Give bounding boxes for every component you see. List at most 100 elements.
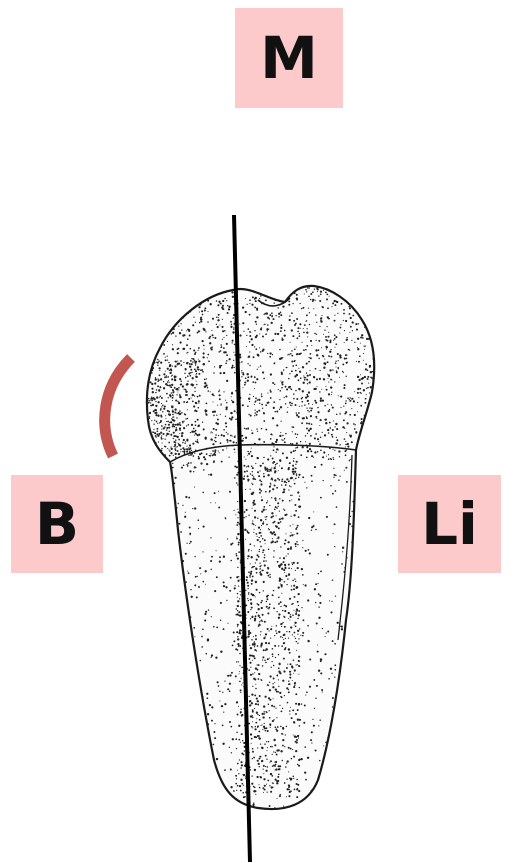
stipple-dot <box>291 665 293 667</box>
stipple-dot <box>345 400 346 401</box>
stipple-dot <box>335 343 337 345</box>
stipple-dot <box>276 526 278 528</box>
stipple-dot <box>226 300 227 301</box>
stipple-dot <box>308 423 310 425</box>
stipple-dot <box>167 294 168 295</box>
stipple-dot <box>334 320 336 322</box>
stipple-dot <box>206 403 208 405</box>
stipple-dot <box>350 620 351 621</box>
stipple-dot <box>194 466 196 468</box>
stipple-dot <box>293 778 294 779</box>
stipple-dot <box>166 435 167 436</box>
stipple-dot <box>354 428 356 430</box>
stipple-dot <box>279 705 280 706</box>
stipple-dot <box>262 724 263 725</box>
stipple-dot <box>257 457 259 459</box>
stipple-dot <box>269 576 271 578</box>
stipple-dot <box>258 367 259 368</box>
stipple-dot <box>194 395 195 396</box>
stipple-dot <box>202 768 203 769</box>
stipple-dot <box>204 757 205 758</box>
stipple-dot <box>253 504 255 506</box>
stipple-dot <box>179 396 181 398</box>
stipple-dot <box>189 444 191 446</box>
stipple-dot <box>165 415 166 416</box>
stipple-dot <box>252 686 253 687</box>
stipple-dot <box>208 360 210 362</box>
stipple-dot <box>325 422 327 424</box>
stipple-dot <box>174 444 176 446</box>
stipple-dot <box>300 635 301 636</box>
stipple-dot <box>174 376 176 378</box>
stipple-dot <box>288 467 290 469</box>
stipple-dot <box>276 625 277 626</box>
stipple-dot <box>268 630 269 631</box>
stipple-dot <box>237 626 238 627</box>
stipple-dot <box>294 622 296 624</box>
stipple-dot <box>169 450 170 451</box>
stipple-dot <box>295 464 296 465</box>
stipple-dot <box>264 539 266 541</box>
stipple-dot <box>297 618 298 619</box>
stipple-dot <box>280 750 282 752</box>
stipple-dot <box>295 450 296 451</box>
stipple-dot <box>156 433 158 435</box>
stipple-dot <box>278 645 279 646</box>
stipple-dot <box>181 801 183 803</box>
stipple-dot <box>159 320 161 322</box>
stipple-dot <box>279 663 281 665</box>
stipple-dot <box>192 372 193 373</box>
stipple-dot <box>247 451 248 452</box>
stipple-dot <box>199 660 201 662</box>
stipple-dot <box>334 450 335 451</box>
stipple-dot <box>184 401 186 403</box>
stipple-dot <box>149 400 150 401</box>
stipple-dot <box>298 703 300 705</box>
stipple-dot <box>206 693 208 695</box>
stipple-dot <box>184 414 186 416</box>
stipple-dot <box>266 598 268 600</box>
stipple-dot <box>248 625 250 627</box>
stipple-dot <box>164 324 166 326</box>
stipple-dot <box>205 331 206 332</box>
stipple-dot <box>321 389 322 390</box>
stipple-dot <box>304 746 306 748</box>
stipple-dot <box>318 725 319 726</box>
stipple-dot <box>209 342 211 344</box>
stipple-dot <box>271 316 273 318</box>
stipple-dot <box>255 667 257 669</box>
stipple-dot <box>293 458 294 459</box>
stipple-dot <box>346 354 347 355</box>
stipple-dot <box>161 439 162 440</box>
stipple-dot <box>214 440 215 441</box>
stipple-dot <box>186 402 188 404</box>
stipple-dot <box>165 371 166 372</box>
stipple-dot <box>202 581 204 583</box>
stipple-dot <box>210 537 211 538</box>
stipple-dot <box>350 436 352 438</box>
stipple-dot <box>293 734 294 735</box>
stipple-dot <box>298 614 300 616</box>
stipple-dot <box>225 798 227 800</box>
stipple-dot <box>265 560 266 561</box>
stipple-dot <box>223 391 224 392</box>
stipple-dot <box>267 658 269 660</box>
stipple-dot <box>191 424 193 426</box>
stipple-dot <box>226 432 227 433</box>
stipple-dot <box>288 300 290 302</box>
stipple-dot <box>315 697 316 698</box>
stipple-dot <box>236 738 238 740</box>
stipple-dot <box>291 603 293 605</box>
stipple-dot <box>352 321 354 323</box>
stipple-dot <box>191 431 193 433</box>
stipple-dot <box>175 668 176 669</box>
stipple-dot <box>204 736 205 737</box>
stipple-dot <box>256 428 257 429</box>
stipple-dot <box>187 409 188 410</box>
stipple-dot <box>231 392 233 394</box>
stipple-dot <box>220 414 221 415</box>
stipple-dot <box>170 421 172 423</box>
stipple-dot <box>250 667 251 668</box>
stipple-dot <box>278 527 280 529</box>
stipple-dot <box>256 378 258 380</box>
